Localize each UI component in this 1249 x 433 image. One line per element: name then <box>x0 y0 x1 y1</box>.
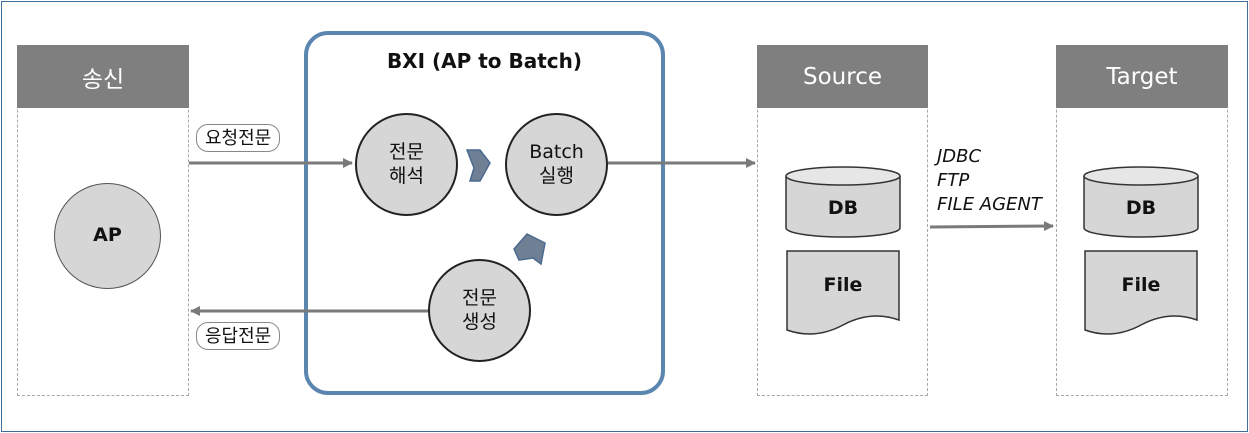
source-header-label: Source <box>803 63 882 90</box>
bxi-title: BXI (AP to Batch) <box>386 49 583 73</box>
source-header: Source <box>757 45 928 108</box>
sender-header: 송신 <box>17 45 189 108</box>
gen-line1: 전문 <box>462 286 497 309</box>
source-to-target-arrow <box>929 221 1054 232</box>
target-db-label: DB <box>1125 197 1157 219</box>
bxi-container: BXI (AP to Batch) <box>304 31 665 395</box>
ap-node: AP <box>54 183 161 289</box>
batch-line2: 실행 <box>539 164 574 187</box>
request-message-tag: 요청전문 <box>196 124 281 152</box>
source-db-cylinder <box>785 166 901 238</box>
target-file-document <box>1084 250 1198 335</box>
source-file-label: File <box>823 274 863 296</box>
protocol-jdbc: JDBC <box>937 146 982 167</box>
target-db-cylinder <box>1083 166 1199 238</box>
target-file-label: File <box>1121 274 1161 296</box>
ap-node-label: AP <box>93 224 122 247</box>
batch-to-gen-chevron <box>513 233 546 266</box>
source-db-label: DB <box>827 197 859 219</box>
protocol-list: JDBC FTP FILE AGENT <box>937 145 1042 217</box>
target-header: Target <box>1056 45 1228 108</box>
parse-line1: 전문 <box>389 140 424 163</box>
target-header-label: Target <box>1106 63 1178 90</box>
response-message-tag: 응답전문 <box>196 322 281 350</box>
protocol-file-agent: FILE AGENT <box>937 194 1042 215</box>
parse-to-batch-chevron <box>465 149 491 182</box>
gen-line2: 생성 <box>462 310 497 333</box>
batch-line1: Batch <box>529 140 584 163</box>
protocol-ftp: FTP <box>937 170 970 191</box>
parse-line2: 해석 <box>389 164 424 187</box>
source-file-document <box>786 250 900 335</box>
sender-header-label: 송신 <box>81 66 125 93</box>
